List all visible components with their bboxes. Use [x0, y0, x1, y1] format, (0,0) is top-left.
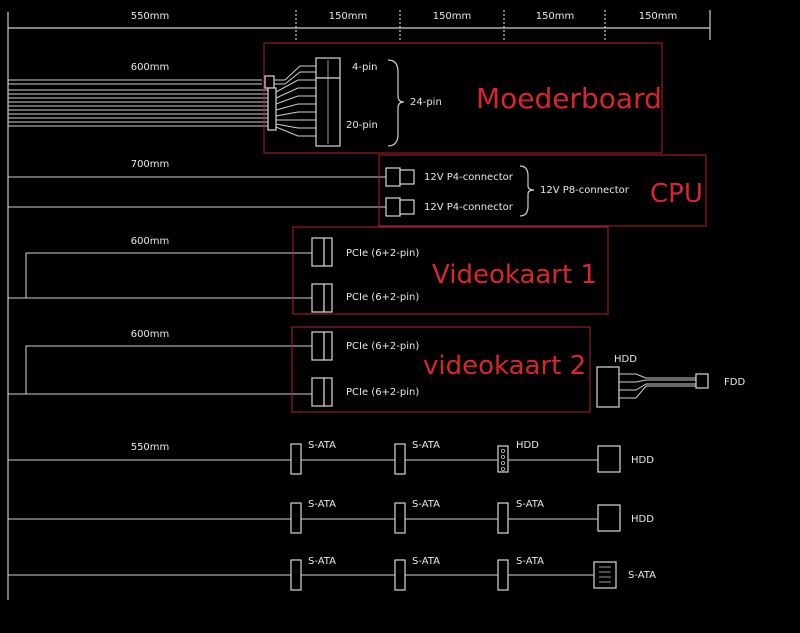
sata-row3-connector-1	[290, 559, 302, 591]
sata-row1-label-1: S-ATA	[308, 440, 336, 451]
gpu1-cable: 600mm PCIe (6+2-pin) PCIe (6+2-pin) Vide…	[8, 226, 609, 315]
sata-row2-label-4: HDD	[631, 514, 654, 525]
gpu1-length-label: 600mm	[131, 236, 170, 247]
motherboard-highlight-box	[263, 42, 663, 154]
label-hdd-adapter: HDD	[614, 354, 637, 365]
sata-row1-connector-1	[290, 443, 302, 475]
sata-row2-label-2: S-ATA	[412, 499, 440, 510]
gpu2-label-pcie-a: PCIe (6+2-pin)	[346, 341, 419, 352]
sata-row3-label-3: S-ATA	[516, 556, 544, 567]
label-24pin: 24-pin	[410, 97, 442, 108]
cpu-cable: 700mm 12V P4-connector 12V P4-connector …	[8, 154, 707, 227]
sata-row-3: S-ATA S-ATA S-ATA S-ATA	[8, 556, 656, 591]
fdd-connector	[695, 373, 709, 389]
sata-row3-label-2: S-ATA	[412, 556, 440, 567]
gpu2-cable: 600mm PCIe (6+2-pin) PCIe (6+2-pin) vide…	[8, 326, 745, 413]
sata-row3-connector-2	[394, 559, 406, 591]
label-p4-b: 12V P4-connector	[424, 202, 514, 213]
motherboard-cable: 600mm 4-pin 20-pin 24-pin Moederboard	[8, 42, 663, 154]
ruler-label-550: 550mm	[131, 11, 170, 22]
gpu2-pcie-b-connector	[311, 377, 325, 407]
cpu-highlight-box	[378, 154, 707, 227]
label-4pin: 4-pin	[352, 62, 377, 73]
cpu-length-label: 700mm	[131, 159, 170, 170]
gpu2-pcie-a-connector	[311, 331, 325, 361]
gpu2-highlight-box	[291, 326, 591, 413]
motherboard-title: Moederboard	[476, 82, 662, 115]
motherboard-length-label: 600mm	[131, 62, 170, 73]
sata-row3-label-4: S-ATA	[628, 570, 656, 581]
label-p8: 12V P8-connector	[540, 185, 630, 196]
20pin-strain-relief	[267, 87, 277, 131]
label-p4-a: 12V P4-connector	[424, 172, 514, 183]
ruler-label-150-b: 150mm	[433, 11, 472, 22]
p4-connector-b	[385, 197, 401, 217]
cpu-title: CPU	[650, 179, 703, 209]
gpu2-length-label: 600mm	[131, 329, 170, 340]
4pin-connector	[264, 75, 275, 89]
sata-row1-connector-2	[394, 443, 406, 475]
hdd-adapter-connector	[596, 366, 620, 408]
gpu1-pcie-b-connector	[311, 283, 325, 313]
sata-row3-connector-4	[593, 561, 617, 589]
label-20pin: 20-pin	[346, 120, 378, 131]
sata-row2-connector-3	[497, 502, 509, 534]
p4-connector-a	[385, 167, 401, 187]
ruler-label-150-a: 150mm	[329, 11, 368, 22]
ruler-label-150-c: 150mm	[536, 11, 575, 22]
ruler-label-150-d: 150mm	[639, 11, 678, 22]
sata-row-2: S-ATA S-ATA S-ATA HDD	[8, 499, 654, 534]
gpu1-highlight-box	[292, 226, 609, 315]
gpu1-title: Videokaart 1	[432, 260, 597, 290]
sata-row1-hdd-connector	[597, 445, 621, 473]
sata-row2-label-3: S-ATA	[516, 499, 544, 510]
brace-24pin	[387, 59, 405, 147]
sata-row1-label-2: S-ATA	[412, 440, 440, 451]
gpu1-label-pcie-a: PCIe (6+2-pin)	[346, 248, 419, 259]
brace-p8	[519, 165, 535, 217]
sata-row2-connector-2	[394, 502, 406, 534]
gpu2-title: videokaart 2	[423, 351, 586, 381]
sata-row1-label-3: HDD	[516, 440, 539, 451]
sata-row-1: 550mm S-ATA S-ATA HDD HDD	[8, 440, 654, 475]
sata-row2-connector-1	[290, 502, 302, 534]
sata-row3-connector-3	[497, 559, 509, 591]
sata-row2-label-1: S-ATA	[308, 499, 336, 510]
sata-row1-label-4: HDD	[631, 455, 654, 466]
gpu1-pcie-a-connector	[311, 237, 325, 267]
sata-row3-label-1: S-ATA	[308, 556, 336, 567]
sata-row1-length-label: 550mm	[131, 442, 170, 453]
gpu2-label-pcie-b: PCIe (6+2-pin)	[346, 387, 419, 398]
label-fdd: FDD	[724, 377, 745, 388]
sata-row2-hdd-connector	[597, 504, 621, 532]
gpu1-label-pcie-b: PCIe (6+2-pin)	[346, 292, 419, 303]
